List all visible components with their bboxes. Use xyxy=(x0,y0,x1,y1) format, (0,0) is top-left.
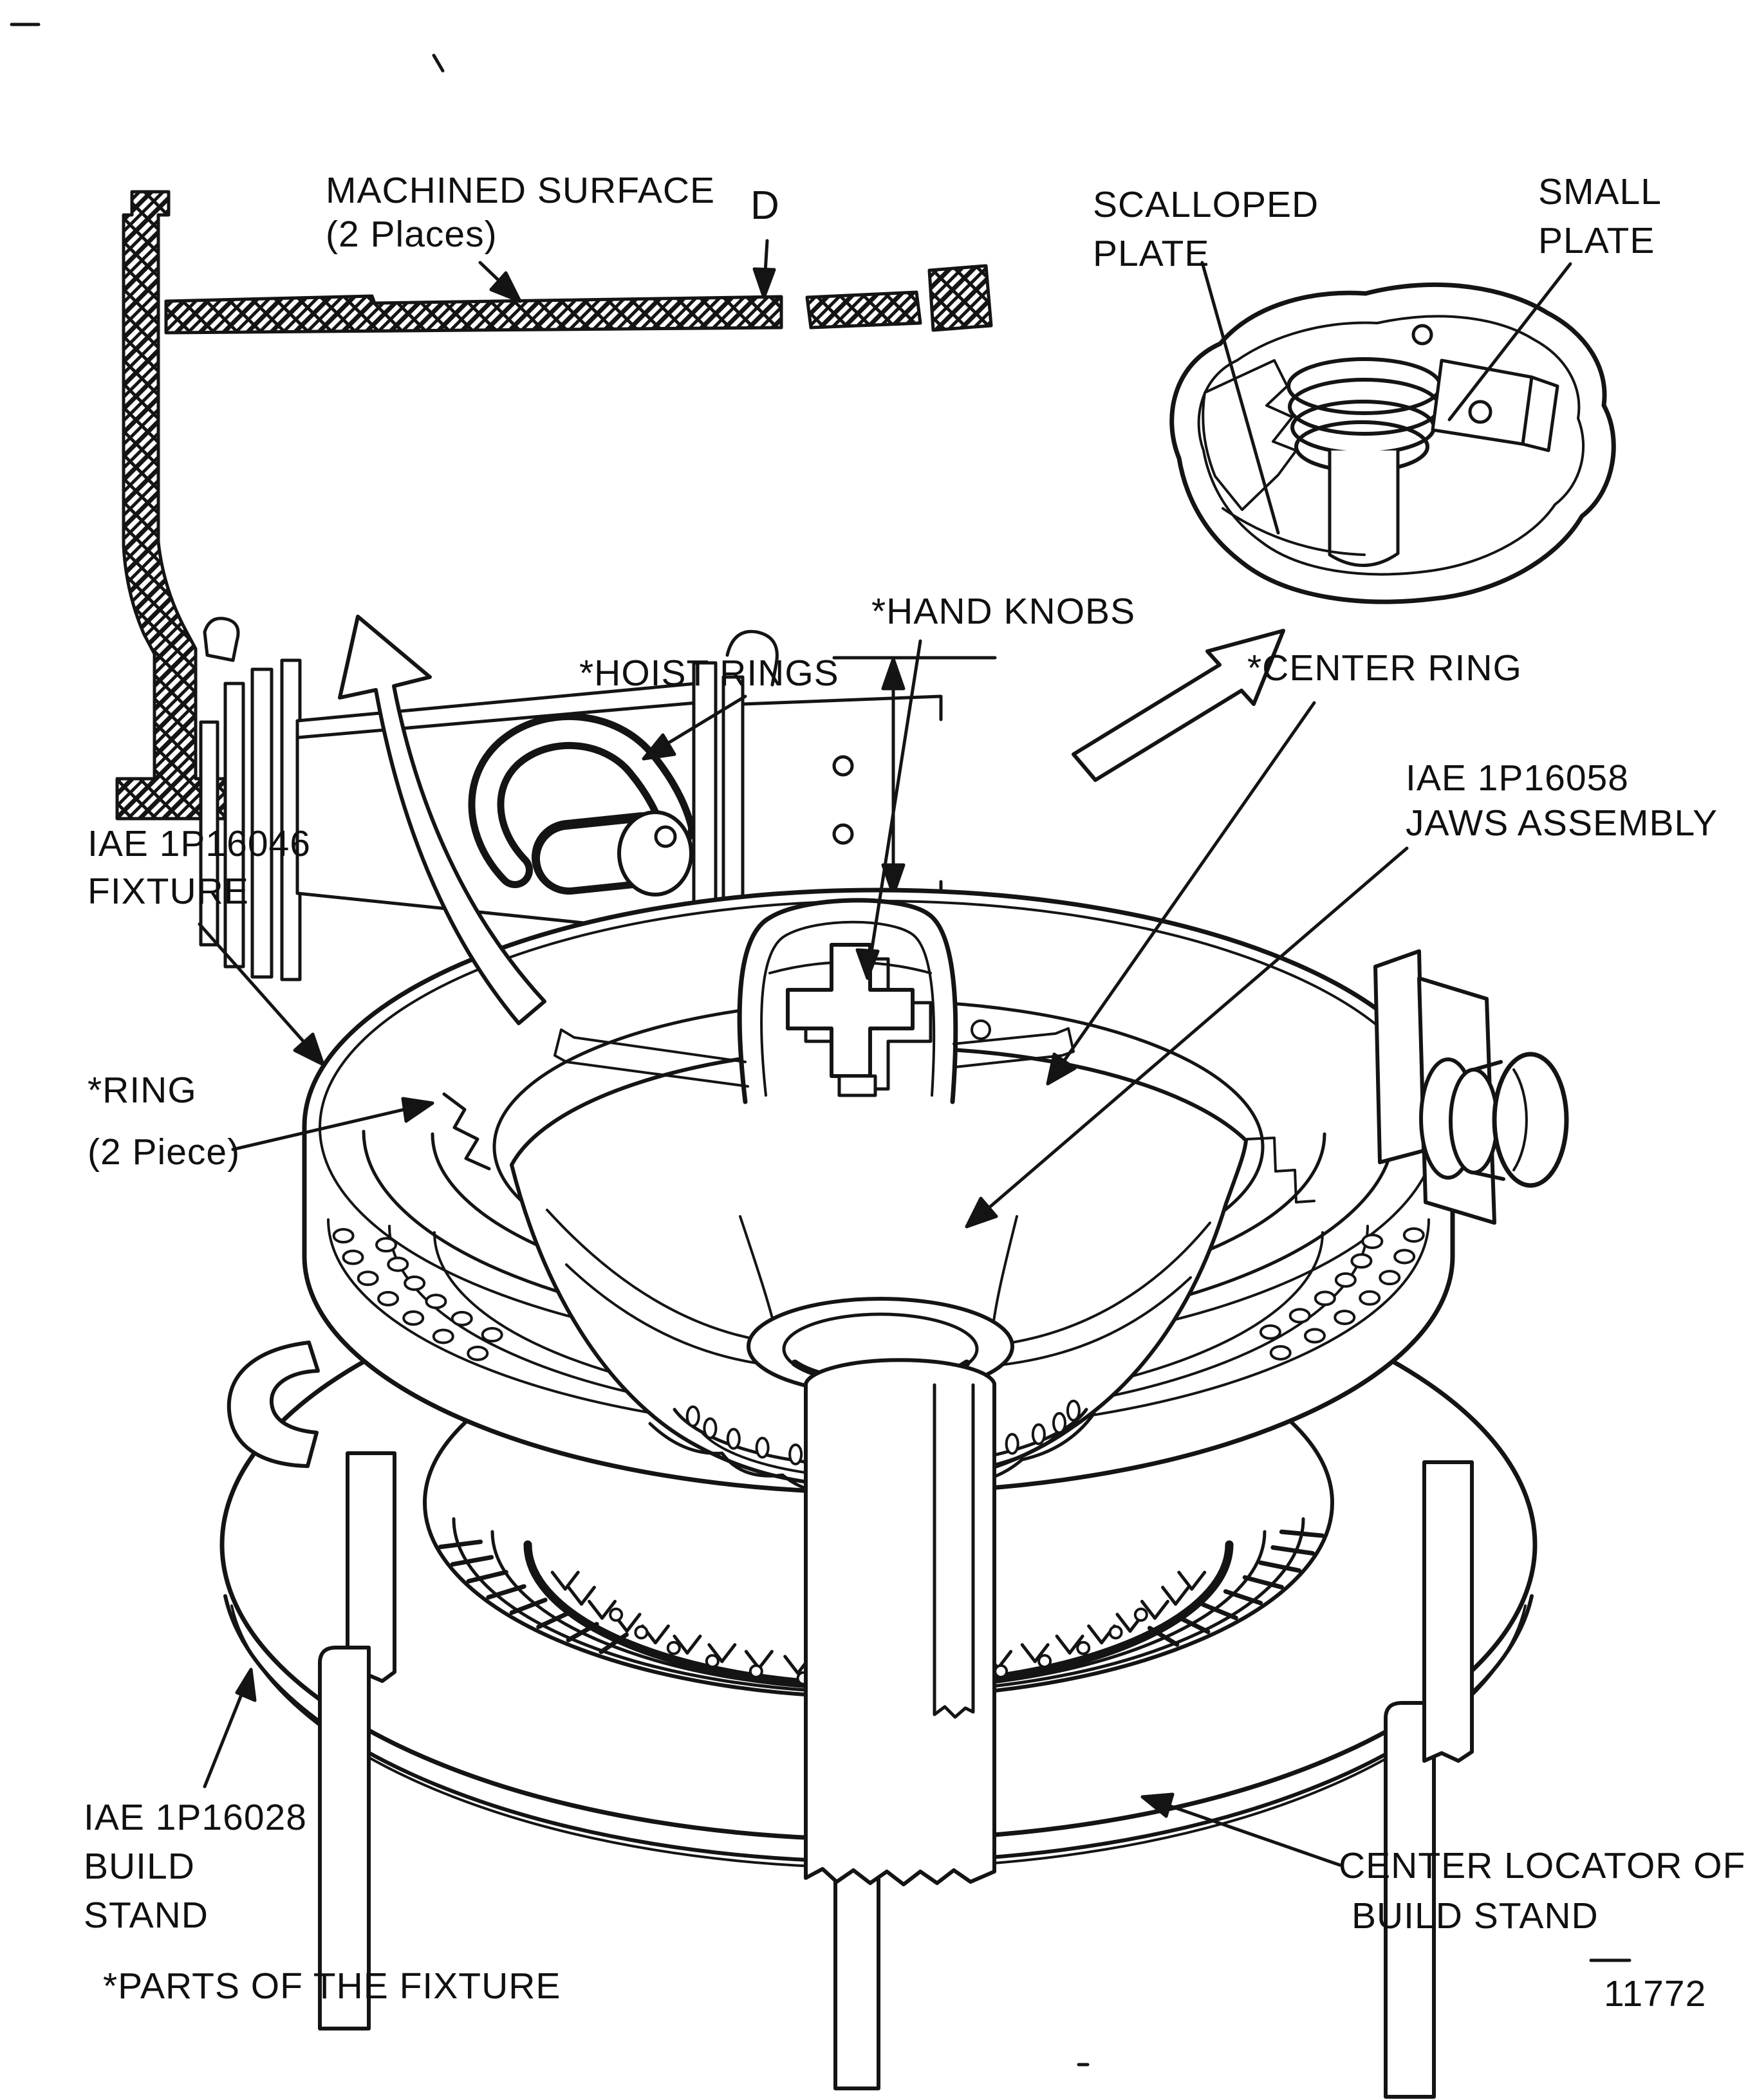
dimension-lines xyxy=(832,656,997,898)
page-marks xyxy=(10,23,1632,2067)
tab-hole xyxy=(971,1019,991,1040)
main-assembly xyxy=(219,712,1569,2099)
rim-tabs xyxy=(553,1019,1075,1088)
small-plate-leader xyxy=(1447,262,1572,422)
machined-bar xyxy=(164,294,783,335)
jaws-assembly-funnel xyxy=(442,1045,1315,1498)
two-piece-ring-seam xyxy=(442,1092,491,1171)
label-scalloped-plate: SCALLOPED PLATE xyxy=(1093,184,1319,274)
right-bracket-knob xyxy=(1373,949,1569,1225)
label-jaws-assembly: IAE 1P16058 JAWS ASSEMBLY xyxy=(1406,757,1718,844)
hand-knobs-leader xyxy=(868,639,922,962)
fixture-leader xyxy=(198,922,312,1051)
bowl-outline xyxy=(1169,282,1616,604)
housing-inner xyxy=(760,920,936,1097)
arrow-to-scalloped-detail xyxy=(1072,629,1285,782)
right-clamp-bar xyxy=(1422,1460,1474,1763)
center-post xyxy=(1328,449,1400,567)
leader-lines xyxy=(198,239,1572,1867)
label-machined-surface: MACHINED SURFACE (2 Places) xyxy=(326,170,716,255)
footnote-parts-of-fixture: *PARTS OF THE FIXTURE xyxy=(103,1965,561,2007)
label-hoist-rings: *HOIST RINGS xyxy=(579,653,839,694)
center-locator-tube xyxy=(804,1358,996,1886)
hand-knob-housing xyxy=(553,898,1075,1104)
reference-arrows xyxy=(338,615,1285,1025)
label-fixture: IAE 1P16046 FIXTURE xyxy=(88,823,311,912)
label-detail-d: D xyxy=(750,183,780,228)
label-center-locator: CENTER LOCATOR OF BUILD STAND xyxy=(1339,1845,1746,1937)
label-center-ring: *CENTER RING xyxy=(1247,647,1522,689)
jaws-leader xyxy=(981,846,1409,1214)
buildstand-leader xyxy=(203,1682,248,1789)
label-ring-two-piece: *RING (2 Piece) xyxy=(88,1070,241,1173)
knob-head xyxy=(1492,1052,1569,1188)
arrow-to-cross-section xyxy=(338,615,546,1025)
tube-inner-rod xyxy=(933,1383,975,1719)
shackle-pin-cap xyxy=(617,810,693,897)
label-small-plate: SMALL PLATE xyxy=(1538,171,1662,261)
drum-rivet-band xyxy=(332,1227,1425,1361)
scalloped-plate-detail xyxy=(1169,282,1616,604)
center-ring-leader xyxy=(1059,701,1316,1068)
machined-bar-end-block xyxy=(927,264,993,332)
centerloc-leader xyxy=(1160,1801,1342,1867)
shackle-pin-hole xyxy=(654,825,677,848)
figure-number: 11772 xyxy=(1604,1973,1707,2014)
stand-gear-teeth xyxy=(438,1529,1325,1655)
left-clevis-tab xyxy=(227,1341,320,1468)
stand-legs xyxy=(318,1451,1474,2099)
bracket-plate-front xyxy=(1373,949,1426,1164)
center-leg xyxy=(833,1861,880,2090)
label-hand-knobs: *HAND KNOBS xyxy=(871,591,1136,632)
scalloped-leader xyxy=(1200,261,1280,535)
label-build-stand: IAE 1P16028 BUILD STAND xyxy=(84,1797,307,1936)
left-leg xyxy=(318,1646,371,2030)
funnel-folds xyxy=(546,1137,1315,1367)
bowl-inner-rim xyxy=(1197,315,1585,576)
machined-bar-gap-piece xyxy=(805,290,922,330)
hoist-ring-shackle xyxy=(468,712,695,897)
ring2piece-leader xyxy=(231,1106,411,1151)
